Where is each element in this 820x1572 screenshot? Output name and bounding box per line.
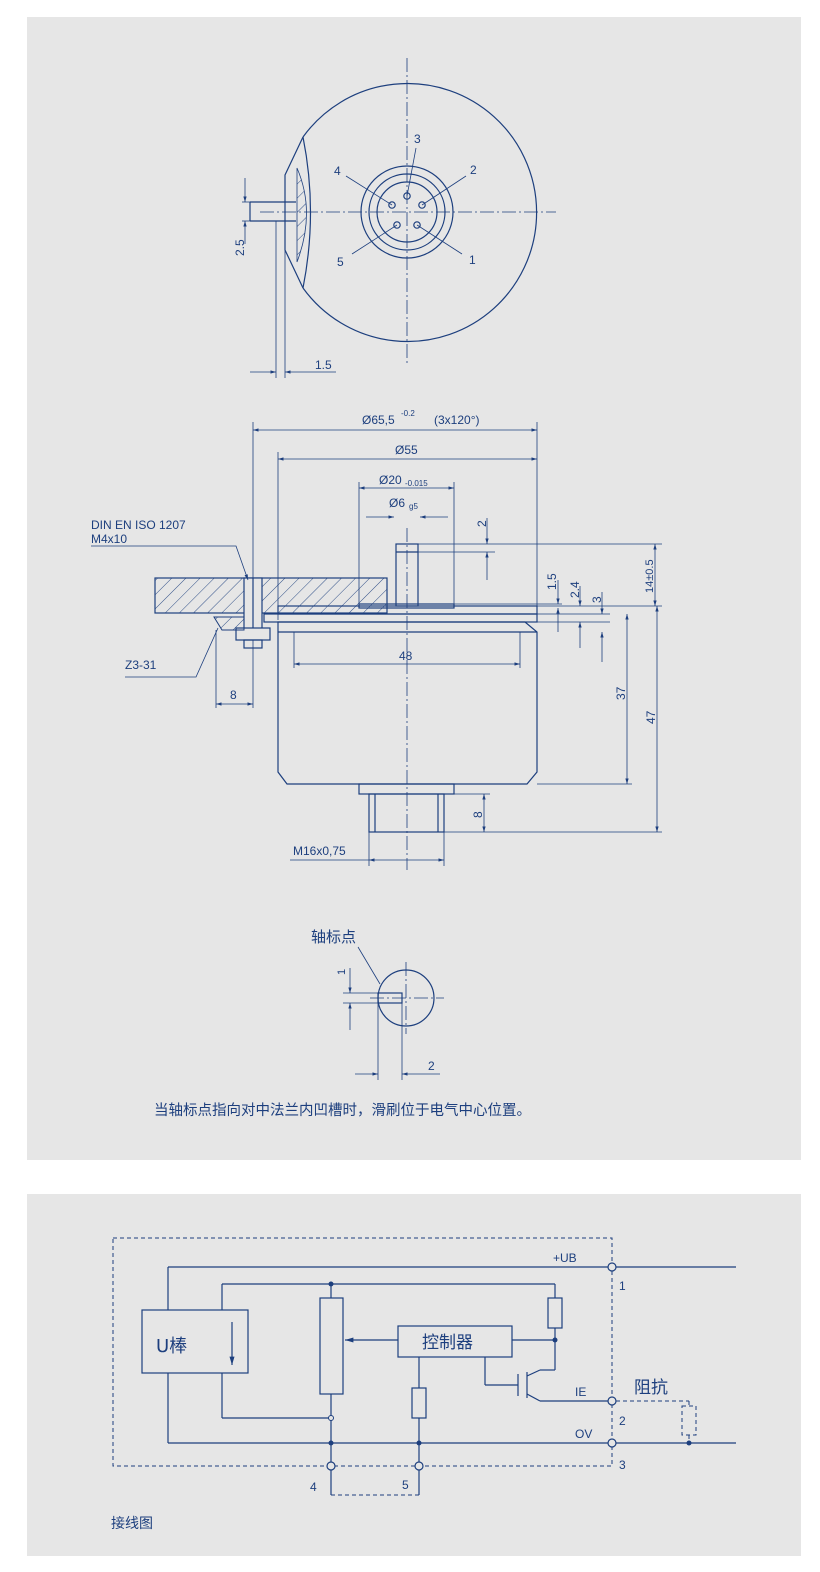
pin-label-2: 2 [470, 163, 477, 177]
dim-6: Ø6 [389, 496, 405, 510]
dim-1-5-front: 1.5 [315, 358, 332, 372]
shaft-detail: 轴标点 1 2 [311, 928, 444, 1080]
impedance-label: 阻抗 [634, 1378, 668, 1398]
clamp-label: Z3-31 [125, 658, 157, 672]
front-view: 3 2 4 5 1 2.5 1.5 [233, 58, 556, 378]
wiring-caption: 接线图 [111, 1515, 153, 1532]
dim-20-tolerance: -0.015 [405, 479, 428, 488]
dim-20: Ø20 [379, 473, 402, 487]
dim-1-5-side: 1.5 [545, 573, 559, 590]
dim-47: 47 [644, 710, 658, 724]
terminal-3: 3 [619, 1458, 626, 1472]
screw-standard-label: DIN EN ISO 1207 [91, 518, 186, 532]
ov-label: OV [575, 1427, 592, 1441]
dim-14: 14±0.5 [644, 559, 656, 593]
thread-label: M16x0,75 [293, 844, 346, 858]
wiring-panel [27, 1194, 801, 1556]
dim-outer-note: (3x120°) [434, 413, 480, 427]
terminal-2: 2 [619, 1414, 626, 1428]
pin-label-5: 5 [337, 255, 344, 269]
dim-48: 48 [399, 649, 413, 663]
dim-8-right: 8 [471, 811, 485, 818]
shaft-dim-1: 1 [336, 969, 348, 975]
sensor-label: U棒 [156, 1336, 187, 1357]
dim-outer-tolerance: -0.2 [401, 409, 415, 418]
dim-2-5: 2.5 [233, 239, 247, 256]
dim-2-top: 2 [475, 520, 489, 527]
terminal-4: 4 [310, 1480, 317, 1494]
dim-3: 3 [590, 596, 604, 603]
shaft-marker-label: 轴标点 [311, 928, 356, 946]
dim-6-tolerance: g5 [409, 502, 418, 511]
dim-55: Ø55 [395, 443, 418, 457]
screw-size-label: M4x10 [91, 532, 127, 546]
terminal-5: 5 [402, 1478, 409, 1492]
side-view: Ø65,5 -0.2 (3x120°) Ø55 Ø20 -0.015 Ø6 g5 [91, 409, 662, 870]
wiring-diagram [112, 1237, 736, 1496]
dim-8-left: 8 [230, 688, 237, 702]
pin-label-3: 3 [414, 132, 421, 146]
ie-label: IE [575, 1385, 586, 1399]
dim-37: 37 [614, 686, 628, 700]
pin-label-1: 1 [469, 253, 476, 267]
pin-label-4: 4 [334, 164, 341, 178]
dim-outer-diameter: Ø65,5 [362, 413, 395, 427]
ub-label: +UB [553, 1251, 577, 1265]
dim-2-4: 2.4 [568, 581, 582, 598]
controller-label: 控制器 [422, 1333, 473, 1353]
terminal-1: 1 [619, 1279, 626, 1293]
drawing-note: 当轴标点指向对中法兰内凹槽时，滑刷位于电气中心位置。 [154, 1102, 531, 1119]
shaft-dim-2: 2 [428, 1059, 435, 1073]
